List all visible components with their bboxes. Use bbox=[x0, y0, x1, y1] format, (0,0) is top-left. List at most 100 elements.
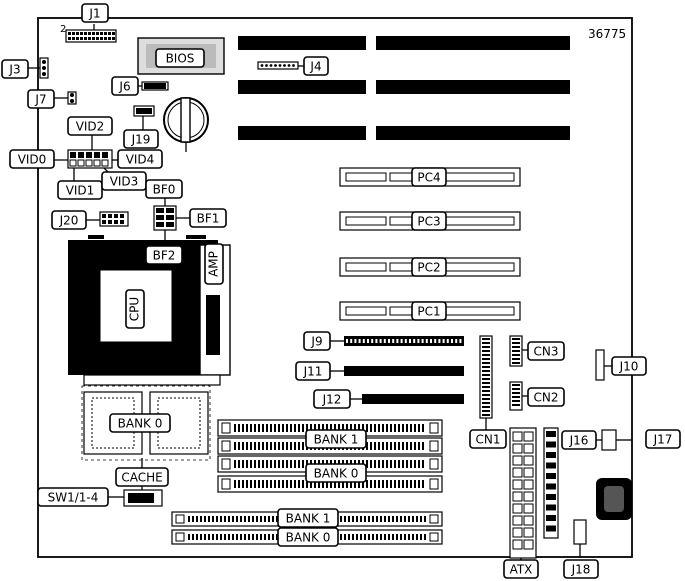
label-pc1: PC1 bbox=[411, 301, 447, 321]
svg-text:J19: J19 bbox=[131, 133, 151, 147]
bf-jumpers bbox=[153, 205, 177, 231]
label-pc2: PC2 bbox=[411, 257, 447, 277]
label-vid1: VID1 bbox=[57, 180, 103, 200]
label-j20: J20 bbox=[51, 210, 87, 230]
label-j18: J18 bbox=[563, 559, 599, 579]
label-cn2: CN2 bbox=[527, 387, 565, 407]
label-vid3: VID3 bbox=[101, 171, 147, 191]
label-dimm-bank0: BANK 0 bbox=[277, 527, 339, 547]
label-pc4: PC4 bbox=[411, 167, 447, 187]
j4-header bbox=[257, 61, 299, 70]
svg-text:BANK 1: BANK 1 bbox=[314, 433, 359, 447]
svg-text:J18: J18 bbox=[571, 563, 591, 577]
svg-text:VID4: VID4 bbox=[126, 153, 155, 167]
svg-text:CN3: CN3 bbox=[534, 345, 559, 359]
svg-text:CN1: CN1 bbox=[476, 433, 501, 447]
j20-header bbox=[99, 211, 129, 227]
svg-text:J10: J10 bbox=[619, 360, 639, 374]
label-bios: BIOS bbox=[155, 48, 205, 68]
cn2-connector bbox=[509, 381, 523, 411]
sw1-switch bbox=[123, 489, 163, 507]
label-j1: J1 bbox=[81, 3, 109, 23]
label-sw1: SW1/1-4 bbox=[37, 487, 109, 507]
label-vid2: VID2 bbox=[67, 116, 113, 136]
svg-text:J17: J17 bbox=[653, 433, 673, 447]
label-j6: J6 bbox=[111, 76, 139, 96]
svg-text:CACHE: CACHE bbox=[121, 471, 162, 485]
svg-text:CPU: CPU bbox=[128, 297, 142, 321]
label-j7: J7 bbox=[27, 89, 55, 109]
svg-text:J3: J3 bbox=[8, 63, 20, 77]
svg-text:BANK 1: BANK 1 bbox=[286, 512, 331, 526]
j16-header bbox=[601, 429, 617, 451]
label-j12: J12 bbox=[313, 389, 351, 409]
svg-text:VID0: VID0 bbox=[18, 153, 47, 167]
label-pc3: PC3 bbox=[411, 211, 447, 231]
cpu-socket bbox=[68, 235, 231, 386]
svg-text:BIOS: BIOS bbox=[166, 52, 195, 66]
j18-header bbox=[573, 519, 587, 545]
svg-text:J20: J20 bbox=[59, 214, 79, 228]
svg-text:PC1: PC1 bbox=[417, 305, 440, 319]
label-j10: J10 bbox=[611, 356, 647, 376]
svg-text:BF0: BF0 bbox=[153, 183, 176, 197]
label-bank0-cache: BANK 0 bbox=[109, 413, 171, 433]
svg-text:VID1: VID1 bbox=[66, 184, 95, 198]
label-j11: J11 bbox=[295, 361, 331, 381]
label-simm-bank1: BANK 1 bbox=[305, 429, 367, 449]
label-j19: J19 bbox=[123, 129, 159, 149]
label-j4: J4 bbox=[303, 56, 329, 76]
j6-header bbox=[141, 81, 169, 91]
svg-text:BF1: BF1 bbox=[197, 212, 220, 226]
pci-slots bbox=[339, 167, 521, 321]
svg-text:J9: J9 bbox=[310, 335, 322, 349]
keyboard-connector bbox=[596, 478, 632, 520]
pin-marker: 2 bbox=[60, 24, 66, 35]
svg-text:SW1/1-4: SW1/1-4 bbox=[48, 491, 99, 505]
svg-text:VID3: VID3 bbox=[110, 175, 139, 189]
label-j16: J16 bbox=[561, 430, 597, 450]
svg-text:J11: J11 bbox=[303, 365, 323, 379]
label-cache: CACHE bbox=[115, 467, 169, 487]
label-bf1: BF1 bbox=[189, 208, 227, 228]
svg-text:ATX: ATX bbox=[510, 563, 533, 577]
label-vid4: VID4 bbox=[117, 149, 163, 169]
isa-slots bbox=[238, 36, 570, 140]
j3-header bbox=[39, 57, 49, 79]
svg-text:J4: J4 bbox=[309, 60, 321, 74]
label-j3: J3 bbox=[1, 59, 29, 79]
label-simm-bank0: BANK 0 bbox=[305, 463, 367, 483]
label-atx: ATX bbox=[503, 559, 539, 579]
svg-text:J12: J12 bbox=[322, 393, 342, 407]
label-cpu: CPU bbox=[125, 289, 145, 329]
j19-header bbox=[133, 105, 155, 117]
svg-text:BANK 0: BANK 0 bbox=[314, 467, 359, 481]
battery bbox=[163, 97, 209, 152]
figure-id: 36775 bbox=[588, 27, 626, 41]
vid-jumpers bbox=[67, 149, 113, 169]
label-vid0: VID0 bbox=[9, 149, 55, 169]
svg-text:J1: J1 bbox=[88, 7, 100, 21]
svg-text:VID2: VID2 bbox=[76, 120, 105, 134]
board-outline bbox=[37, 17, 633, 558]
svg-text:BANK 0: BANK 0 bbox=[118, 417, 163, 431]
regulator-column bbox=[543, 427, 559, 539]
j12-header bbox=[362, 394, 464, 404]
label-cn3: CN3 bbox=[527, 341, 565, 361]
cn3-connector bbox=[509, 335, 523, 367]
label-j9: J9 bbox=[303, 331, 331, 351]
atx-connector bbox=[509, 427, 537, 559]
svg-text:PC3: PC3 bbox=[417, 215, 440, 229]
label-j17: J17 bbox=[645, 429, 681, 449]
j7-header bbox=[67, 91, 77, 105]
svg-text:CN2: CN2 bbox=[534, 391, 559, 405]
label-cn1: CN1 bbox=[469, 429, 507, 449]
cn1-connector bbox=[479, 335, 493, 419]
svg-text:AMP: AMP bbox=[207, 251, 221, 277]
svg-text:PC2: PC2 bbox=[417, 261, 440, 275]
j1-header bbox=[65, 24, 117, 43]
label-dimm-bank1: BANK 1 bbox=[277, 508, 339, 528]
svg-text:J7: J7 bbox=[34, 93, 46, 107]
svg-text:J16: J16 bbox=[569, 434, 589, 448]
